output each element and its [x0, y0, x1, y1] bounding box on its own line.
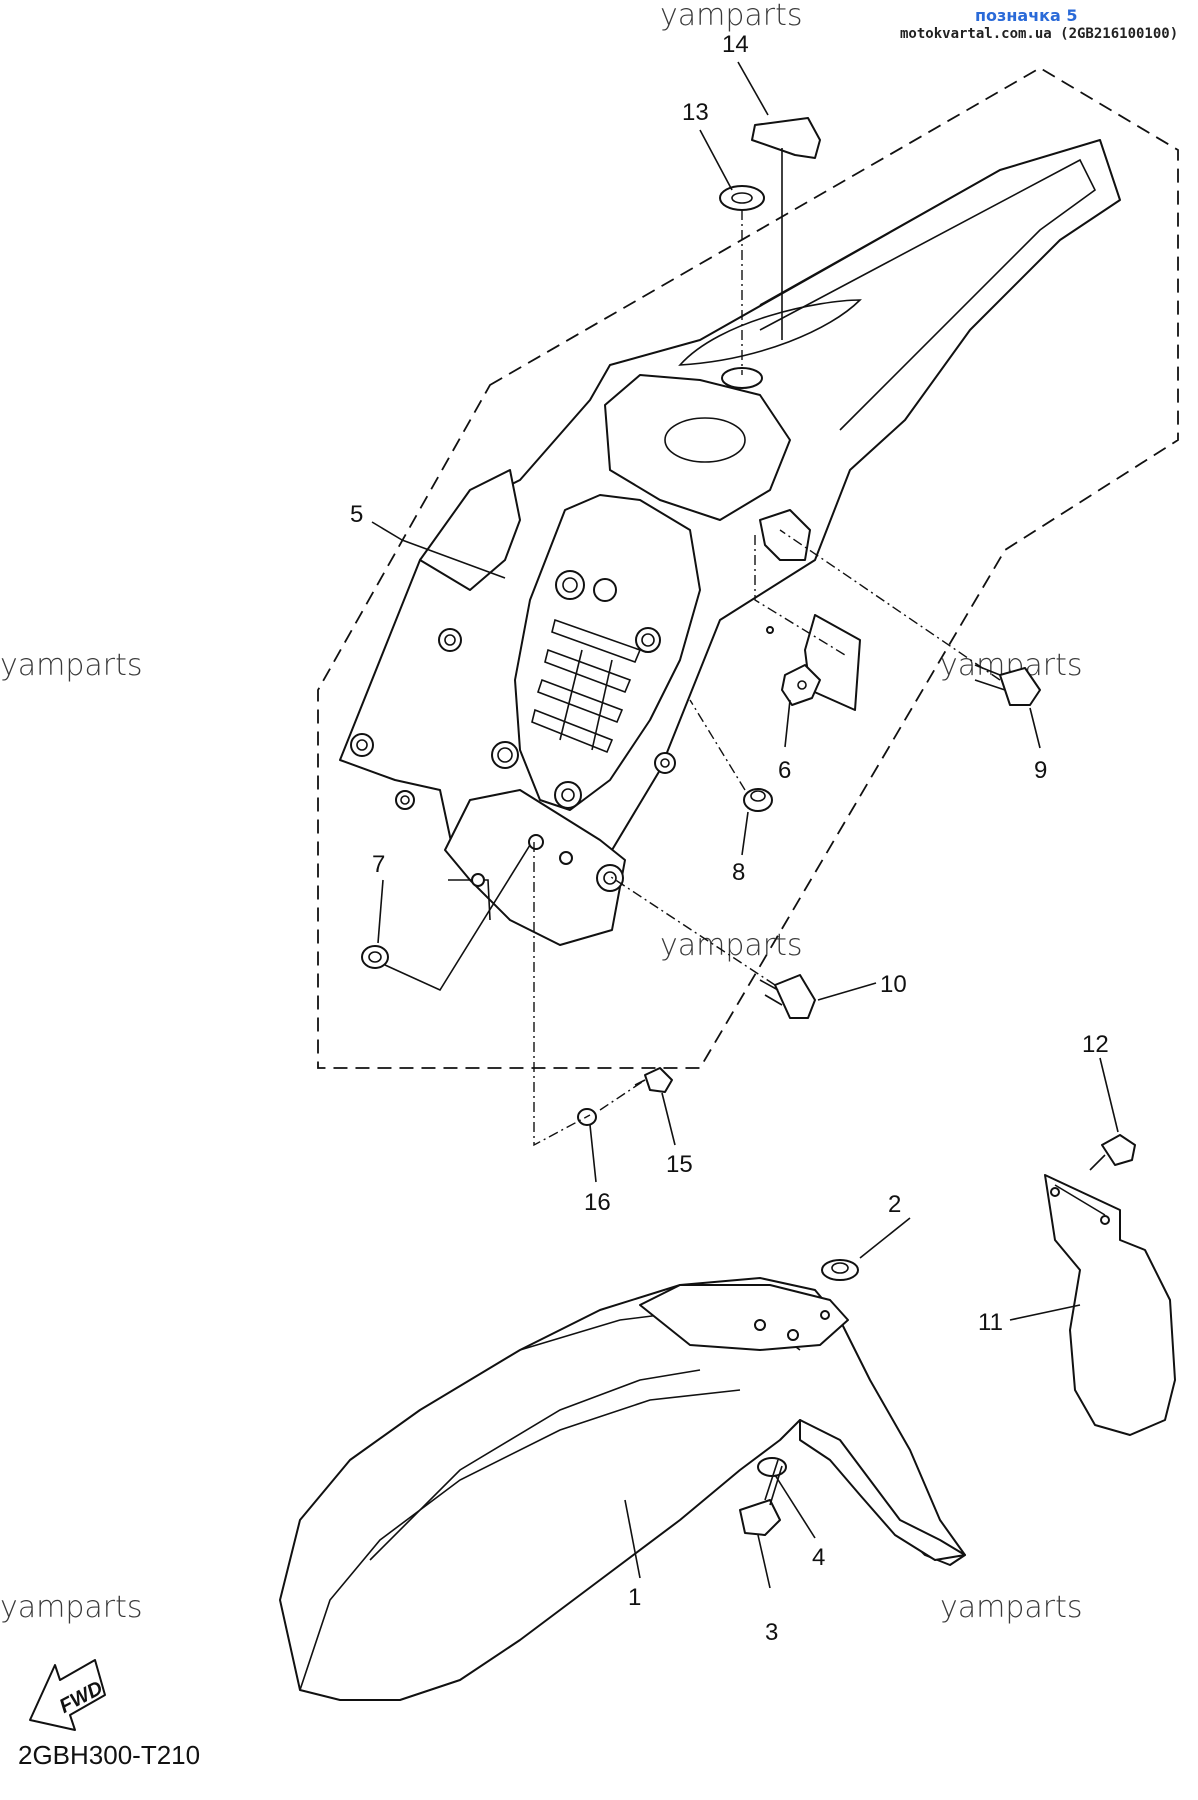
watermark-center: yamparts — [660, 928, 803, 963]
callout-3: 3 — [765, 1619, 778, 1646]
header-label: позначка 5 — [975, 6, 1078, 25]
rear-fender — [339, 139, 1121, 946]
callout-5: 5 — [350, 501, 363, 528]
part-12-screw — [1089, 1134, 1136, 1171]
callout-16: 16 — [584, 1189, 611, 1216]
watermark-left-lower: yamparts — [0, 1590, 143, 1625]
leader-lines — [371, 61, 1119, 1589]
part-7-washer — [361, 945, 389, 969]
callout-9: 9 — [1034, 757, 1047, 784]
callout-7: 7 — [372, 851, 385, 878]
watermark-top: yamparts — [660, 0, 803, 33]
callout-12: 12 — [1082, 1031, 1109, 1058]
part-11-mud-flap — [1044, 1174, 1176, 1436]
callout-1: 1 — [628, 1584, 641, 1611]
front-fender — [279, 1277, 966, 1701]
callout-8: 8 — [732, 859, 745, 886]
part-10-bolt — [759, 974, 816, 1019]
callout-6: 6 — [778, 757, 791, 784]
fwd-arrow-icon: FWD — [29, 1659, 106, 1731]
part-15-screw — [634, 1067, 673, 1093]
diagram-code: 2GBH300-T210 — [18, 1740, 201, 1770]
vent-slots — [531, 618, 642, 754]
callout-15: 15 — [666, 1151, 693, 1178]
header-source: motokvartal.com.ua (2GB216100100) — [900, 26, 1179, 42]
part-14-pad — [751, 117, 821, 159]
part-13-emblem — [719, 185, 765, 211]
callout-14: 14 — [722, 31, 749, 58]
callout-2: 2 — [888, 1191, 901, 1218]
callout-10: 10 — [880, 971, 907, 998]
part-3-bolt — [739, 1459, 783, 1536]
callout-13: 13 — [682, 99, 709, 126]
part-8-grommet — [743, 788, 773, 812]
callouts: 14 13 5 6 9 8 7 10 12 15 16 2 11 4 1 3 — [350, 31, 1109, 1646]
part-2-collar — [821, 1259, 859, 1281]
assembly-boundary — [317, 66, 1179, 1069]
part-6-clip-nut — [781, 664, 821, 706]
part-9-bolt — [974, 664, 1041, 706]
watermark-left-upper: yamparts — [0, 648, 143, 683]
callout-11: 11 — [978, 1309, 1003, 1336]
callout-4: 4 — [812, 1544, 825, 1571]
watermark-right-lower: yamparts — [940, 1590, 1083, 1625]
